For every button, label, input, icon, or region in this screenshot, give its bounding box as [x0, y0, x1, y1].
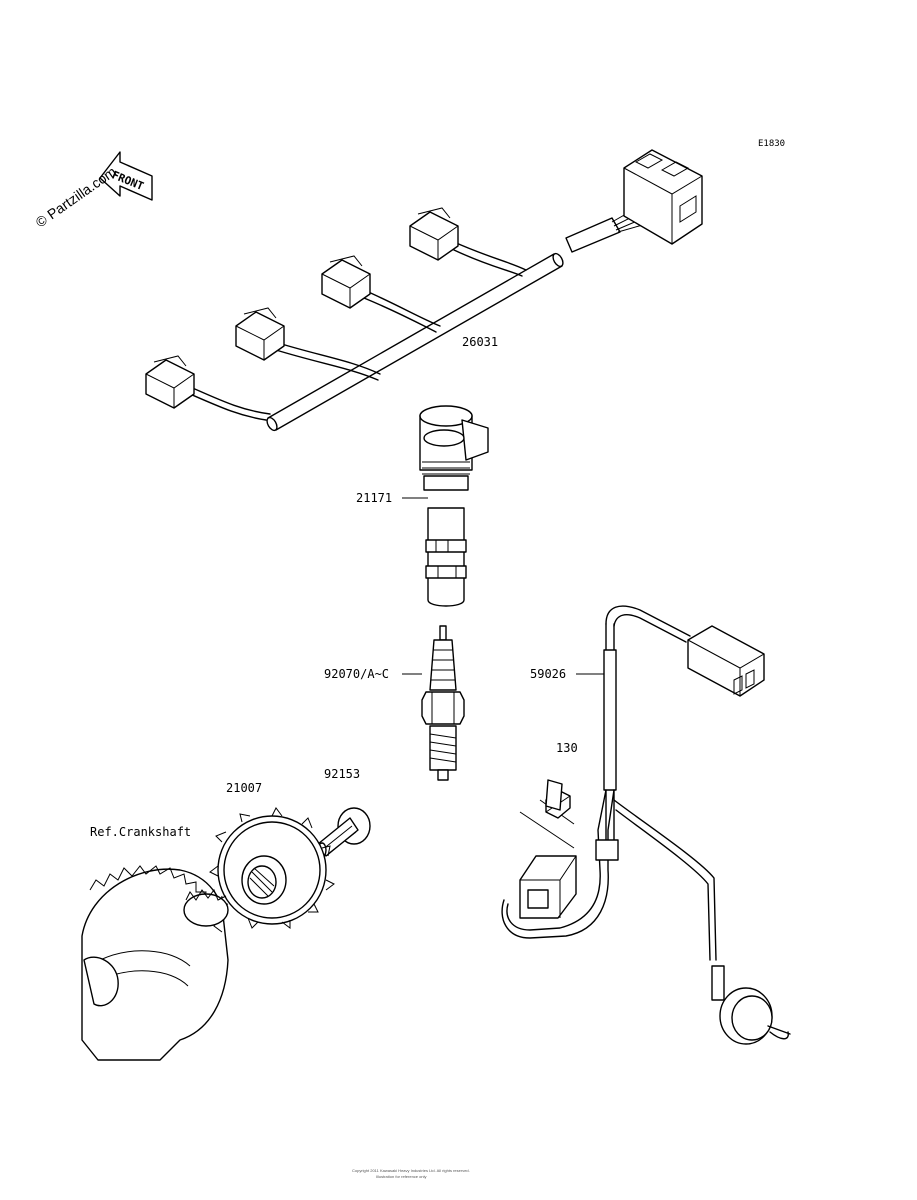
watermark: © Partzilla.com: [33, 163, 119, 230]
front-arrow-icon: FRONT: [99, 151, 153, 201]
label-timing-rotor: 21007: [226, 781, 262, 795]
spark-plug[interactable]: [421, 625, 465, 781]
label-crankshaft-ref: Ref.Crankshaft: [90, 825, 191, 839]
label-bolt-130: 130: [556, 741, 578, 755]
wiring-harness[interactable]: [145, 149, 703, 432]
crankshaft: [81, 865, 229, 1061]
timing-rotor[interactable]: [209, 807, 335, 929]
label-harness: 26031: [462, 335, 498, 349]
diagram-code: E1830: [758, 139, 785, 149]
label-sensor-lead: 59026: [530, 667, 566, 681]
sensor-lead[interactable]: [501, 605, 791, 1045]
bolt-130[interactable]: [545, 779, 571, 819]
label-spark-plug: 92070/A~C: [324, 667, 389, 681]
footer-line-2: Illustration for reference only: [376, 1174, 426, 1179]
label-ignition-coil: 21171: [356, 491, 392, 505]
label-bolt-92153: 92153: [324, 767, 360, 781]
ignition-coil[interactable]: [419, 405, 489, 607]
bolt-92153[interactable]: [317, 807, 371, 858]
footer-line-1: Copyright 2011 Kawasaki Heavy Industries…: [352, 1168, 470, 1173]
